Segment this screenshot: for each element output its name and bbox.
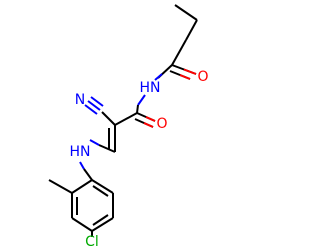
bond-vinyl-nh-blue <box>89 139 100 146</box>
ring-bond-4 <box>91 217 114 232</box>
chemical-structure-diagram: HN O O N C HN Cl <box>48 4 209 250</box>
bond-nh-aryl-blue <box>79 161 85 170</box>
bond-amidec-alphac <box>114 112 138 126</box>
bond-nitrile-2 <box>90 96 104 107</box>
bond-alphac-cnc <box>101 111 116 126</box>
bond-amidec-o-red-1 <box>145 116 156 122</box>
ring-inner-3 <box>92 185 109 197</box>
bond-c4-nh-blue <box>154 73 163 81</box>
chlorine-label: Cl <box>85 234 99 250</box>
bond-c2-c3 <box>185 19 198 41</box>
bond-c1-c2 <box>174 4 198 21</box>
bond-vinyl-nh <box>98 144 116 153</box>
nitrile-nitrogen-label: N <box>75 92 85 108</box>
ring-bond-1 <box>71 179 93 194</box>
bond-ring-methyl <box>48 179 73 194</box>
ring-bond-6 <box>91 179 114 194</box>
bond-amidec-o-red-2 <box>143 122 154 128</box>
bond-c4-o-double-red <box>179 74 191 80</box>
amine-nh-label: HN <box>70 144 91 160</box>
bond-c4-o-single-red <box>183 68 197 75</box>
bond-nitrile-1 <box>87 100 101 111</box>
bond-nitrile-3 <box>84 104 98 115</box>
amide-nh-label: HN <box>140 80 161 96</box>
ketone-oxygen-label: O <box>197 69 208 85</box>
bond-nh-amidec-blue <box>137 94 146 106</box>
bond-c3-c4 <box>171 39 187 66</box>
ring-inner-2 <box>92 214 109 226</box>
ring-bond-3 <box>71 217 93 232</box>
bond-nh-aryl <box>83 168 93 181</box>
amide-oxygen-label: O <box>156 116 167 132</box>
bond-nh-amidec <box>136 104 139 114</box>
